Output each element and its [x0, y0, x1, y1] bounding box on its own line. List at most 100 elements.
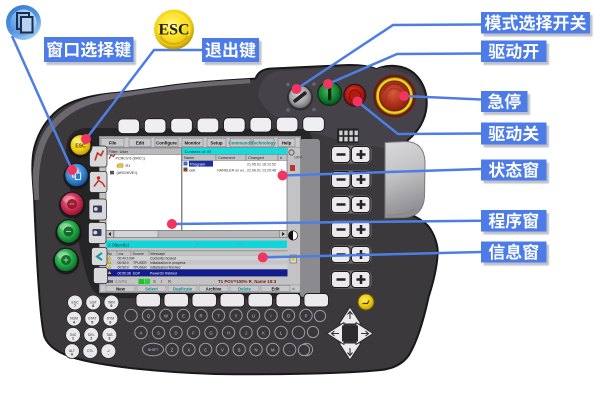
- svg-text:U: U: [252, 313, 255, 318]
- svg-text:↲: ↲: [107, 349, 110, 353]
- svg-text:CTL: CTL: [87, 349, 94, 353]
- svg-text:F: F: [192, 330, 195, 335]
- svg-text:Message: Message: [151, 252, 166, 256]
- svg-text:ms: ms: [119, 252, 124, 256]
- svg-text:HANDLER on ex...: HANDLER on ex...: [217, 169, 247, 173]
- svg-text:R1: R1: [126, 164, 131, 168]
- svg-text:ESC: ESC: [75, 144, 86, 150]
- svg-text:W: W: [164, 313, 168, 318]
- svg-text:STAT: STAT: [88, 317, 96, 321]
- svg-text:DEL: DEL: [88, 333, 95, 337]
- svg-text:00:50:0: 00:50:0: [118, 261, 129, 265]
- svg-text:0: 0: [71, 353, 73, 357]
- svg-text:TPUSER: TPUSER: [133, 265, 147, 269]
- svg-text:.: .: [90, 353, 91, 357]
- svg-text:E: E: [182, 313, 185, 318]
- svg-text:#: #: [280, 155, 283, 160]
- svg-text:6: 6: [109, 320, 111, 324]
- svg-text:B: B: [238, 347, 241, 352]
- svg-text:ALT: ALT: [69, 349, 75, 353]
- svg-text:5: 5: [91, 320, 93, 324]
- svg-text:100%: 100%: [294, 156, 302, 160]
- svg-text:3: 3: [108, 337, 110, 341]
- svg-text:LIST: LIST: [90, 301, 97, 305]
- svg-text:I: I: [270, 313, 271, 318]
- svg-text:Z: Z: [171, 347, 174, 352]
- svg-text:O: O: [287, 313, 291, 318]
- svg-text:(ARCHIVE:\): (ARCHIVE:\): [117, 171, 138, 175]
- svg-text:G: G: [209, 330, 212, 335]
- svg-text:Configure: Configure: [156, 141, 177, 146]
- svg-text:Name: Name: [184, 155, 194, 160]
- svg-text:S: S: [153, 279, 156, 284]
- svg-text:T: T: [217, 313, 220, 318]
- svg-text:«: «: [292, 287, 295, 293]
- svg-text:00:50:38: 00:50:38: [118, 272, 131, 276]
- svg-text:Controller booted: Controller booted: [150, 256, 176, 260]
- svg-text:2 Object(s): 2 Object(s): [108, 242, 130, 247]
- svg-text:Edit: Edit: [271, 286, 280, 291]
- svg-text:X: X: [187, 347, 190, 352]
- svg-text:Q: Q: [147, 313, 151, 318]
- svg-text:ESC: ESC: [72, 301, 80, 305]
- svg-text:Y: Y: [235, 313, 238, 318]
- svg-text:K: K: [262, 330, 265, 335]
- svg-text:J: J: [245, 330, 247, 335]
- svg-text:ESC: ESC: [158, 22, 189, 39]
- svg-text:T1 POV=100% R_Name 19:3: T1 POV=100% R_Name 19:3: [218, 279, 277, 284]
- svg-text:Initialization finished: Initialization finished: [150, 265, 180, 269]
- svg-text:TAB: TAB: [106, 333, 113, 337]
- svg-text:SHIFT: SHIFT: [148, 348, 159, 352]
- svg-text:NUM: NUM: [103, 279, 113, 284]
- svg-text:Comment: Comment: [218, 155, 236, 160]
- svg-text:8: 8: [92, 304, 94, 308]
- svg-text:C: C: [204, 347, 207, 352]
- svg-text:Duplicate: Duplicate: [173, 286, 193, 291]
- svg-text:SYM: SYM: [107, 317, 115, 321]
- svg-text:Source: Source: [133, 252, 144, 256]
- svg-text:1: 1: [281, 169, 283, 173]
- svg-text:cell: cell: [189, 168, 195, 173]
- svg-text:A: A: [140, 330, 143, 335]
- svg-text:Edit: Edit: [136, 141, 145, 146]
- svg-text:H: H: [227, 330, 230, 335]
- svg-text:Commands: Commands: [229, 141, 253, 146]
- svg-text:D: D: [174, 330, 177, 335]
- svg-text:Help: Help: [282, 141, 292, 146]
- svg-text:PCRCV-5 (KRC:\): PCRCV-5 (KRC:\): [116, 157, 145, 161]
- svg-text:Select: Select: [145, 286, 158, 291]
- svg-text:Setup: Setup: [210, 141, 223, 146]
- svg-text:File: File: [109, 141, 117, 146]
- svg-text:PowerOn finished: PowerOn finished: [150, 272, 177, 276]
- svg-text:N: N: [254, 347, 257, 352]
- svg-text:R: R: [199, 313, 202, 318]
- svg-text:EGP: EGP: [133, 272, 141, 276]
- svg-text:S: S: [157, 330, 160, 335]
- svg-text:Changed: Changed: [248, 155, 264, 160]
- svg-text:Initialization in progress: Initialization in progress: [150, 261, 186, 265]
- svg-text:-: -: [108, 353, 110, 357]
- svg-text:P: P: [305, 313, 308, 318]
- svg-text:Monitor: Monitor: [184, 141, 200, 146]
- svg-text:22.06.01 13:20:48: 22.06.01 13:20:48: [247, 169, 276, 173]
- svg-text:Delete: Delete: [238, 286, 252, 291]
- svg-text:Contents of: IN: Contents of: IN: [185, 149, 212, 154]
- svg-text:New: New: [116, 286, 125, 291]
- svg-text:I: I: [161, 279, 162, 284]
- svg-text:V: V: [221, 347, 224, 352]
- svg-text:No: No: [108, 252, 113, 256]
- svg-text:1: 1: [72, 337, 74, 341]
- svg-text:L: L: [280, 330, 283, 335]
- svg-text:Archive: Archive: [206, 286, 222, 291]
- svg-text:Technology: Technology: [251, 141, 276, 146]
- svg-text:4: 4: [73, 320, 75, 324]
- svg-text:,: ,: [289, 347, 290, 352]
- svg-text:21.05.01 16:12:52: 21.05.01 16:12:52: [247, 162, 276, 166]
- svg-text:9: 9: [110, 304, 112, 308]
- svg-text:Filter: User: Filter: User: [109, 149, 129, 154]
- svg-text:00:50:0: 00:50:0: [118, 265, 129, 269]
- svg-text:00:40:1094: 00:40:1094: [118, 256, 135, 260]
- svg-text:M: M: [271, 347, 275, 352]
- svg-text:7: 7: [74, 304, 76, 308]
- svg-text:NUM: NUM: [70, 317, 78, 321]
